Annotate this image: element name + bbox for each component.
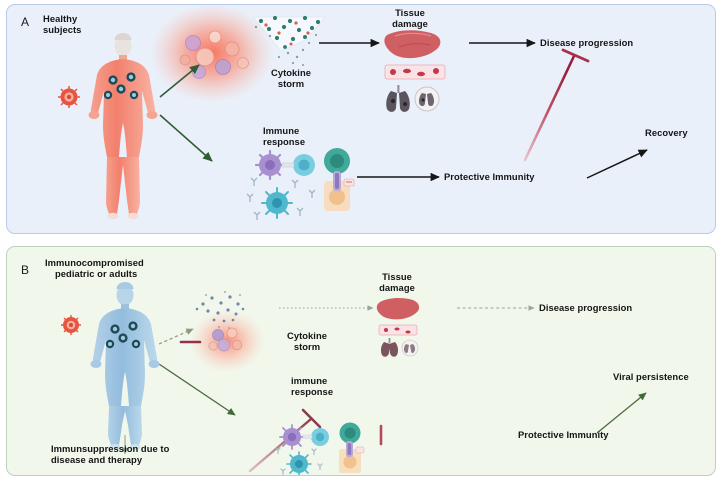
tissue-damage-icons-b [376,297,420,357]
panel-a-graphics [58,5,648,220]
panel-b-viral-persistence-label: Viral persistence [613,371,689,382]
panel-b-cytokine-storm-label-line2: storm [293,341,321,352]
panel-a-cytokine-storm-label-line2: storm [277,78,305,89]
panel-b-disease-progression-label: Disease progression [539,302,633,313]
panel-a-tissue-damage-label-line1: Tissue [395,7,425,18]
panel-a-cytokine-storm-label-line1: Cytokine [271,67,311,78]
panel-a-tissue-damage-label-line2: damage [392,18,428,29]
panel-b-letter: B [21,263,30,277]
human-figure-a [88,33,158,220]
virus-particle-a [58,86,80,108]
panel-b-tissue-damage-label-line1: Tissue [382,271,412,282]
panel-b-immunosuppression-label-line1: Immunsuppression due to [51,443,170,454]
panel-b-cytokine-storm-label-line1: Cytokine [287,330,327,341]
panel-a-subject-label-line1: Healthy [43,13,78,24]
panel-b-subject-label-line1: Immunocompromised [45,257,144,268]
panel-b-immune-response-label-line2: response [291,386,334,397]
panel-a-immune-response-label-line1: Immune [263,125,300,136]
panel-b-immune-response-label-line1: immune [291,375,328,386]
panel-b-subject-label-line2: pediatric or adults [55,268,138,279]
tissue-damage-icons-a [384,30,446,112]
panel-a-letter: A [21,15,30,29]
panel-b-tissue-damage-label-line2: damage [379,282,415,293]
panel-a-protective-immunity-label: Protective Immunity [444,171,535,182]
immune-response-icons-b [275,422,365,475]
panel-a-immune-response-label-line2: response [263,136,306,147]
panel-a: A Healthy subjects Cytokine storm Immune… [6,4,716,234]
panel-b-immunosuppression-label-line2: disease and therapy [51,454,143,465]
virus-particle-b [61,315,81,335]
panel-b: B Immunocompromised pediatric or adults … [6,246,716,476]
panel-a-recovery-label: Recovery [645,127,688,138]
panel-a-disease-progression-label: Disease progression [540,37,634,48]
human-figure-b [90,282,160,450]
panel-b-protective-immunity-label: Protective Immunity [518,429,609,440]
immune-response-icons-a [246,148,355,220]
panel-a-subject-label-line2: subjects [43,24,82,35]
panel-b-graphics [61,282,647,475]
